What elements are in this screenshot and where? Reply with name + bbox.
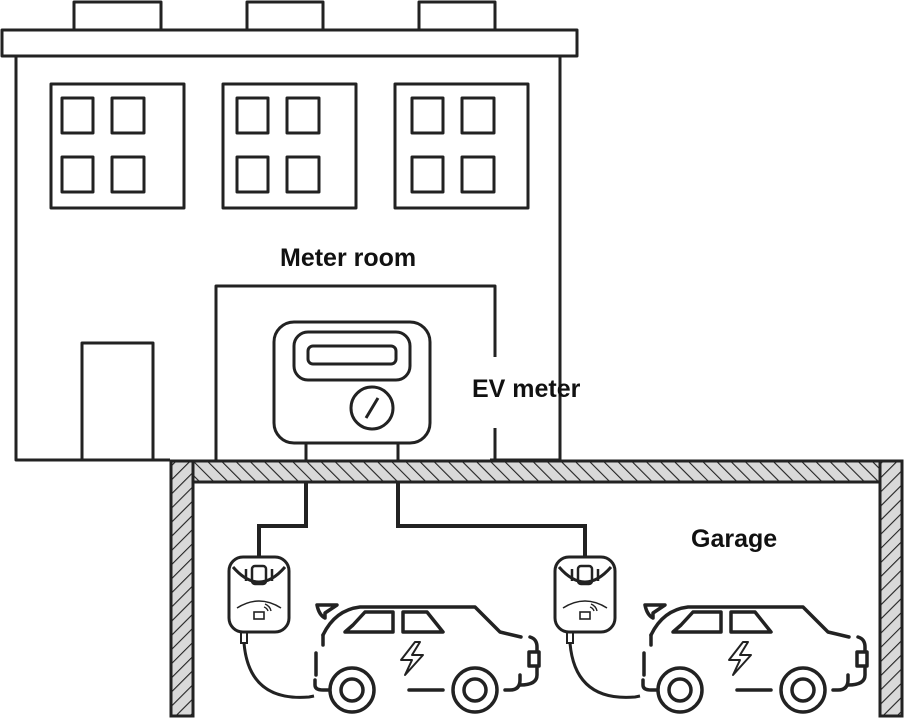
windows	[49, 82, 530, 210]
meter-needle	[364, 397, 380, 419]
cable-charger-1	[257, 482, 308, 557]
meter-dial-icon	[349, 385, 395, 431]
door	[80, 341, 155, 462]
garage-structure	[169, 459, 904, 718]
meter	[272, 320, 432, 460]
meter-body	[272, 320, 432, 445]
electric-car	[313, 603, 541, 714]
meter-display	[306, 344, 398, 366]
chimneys	[72, 0, 497, 32]
chimney	[417, 0, 497, 32]
window	[393, 82, 530, 210]
window	[49, 82, 186, 210]
roof-ledge	[0, 28, 579, 58]
chimney	[245, 0, 325, 32]
garage-wall-right	[878, 459, 904, 718]
meter-display-frame	[292, 330, 412, 382]
label-meter-room: Meter room	[280, 244, 416, 272]
garage-ceiling	[169, 459, 904, 484]
meter-room-outline	[214, 284, 497, 460]
label-garage: Garage	[691, 525, 777, 553]
cable-charger-2	[396, 482, 587, 557]
electric-car	[641, 603, 869, 714]
garage-wall-left	[169, 459, 195, 718]
ev-charger	[553, 555, 641, 699]
window	[221, 82, 358, 210]
label-ev-meter: EV meter	[472, 375, 581, 403]
ev-charger	[227, 555, 315, 699]
chimney	[72, 0, 163, 32]
